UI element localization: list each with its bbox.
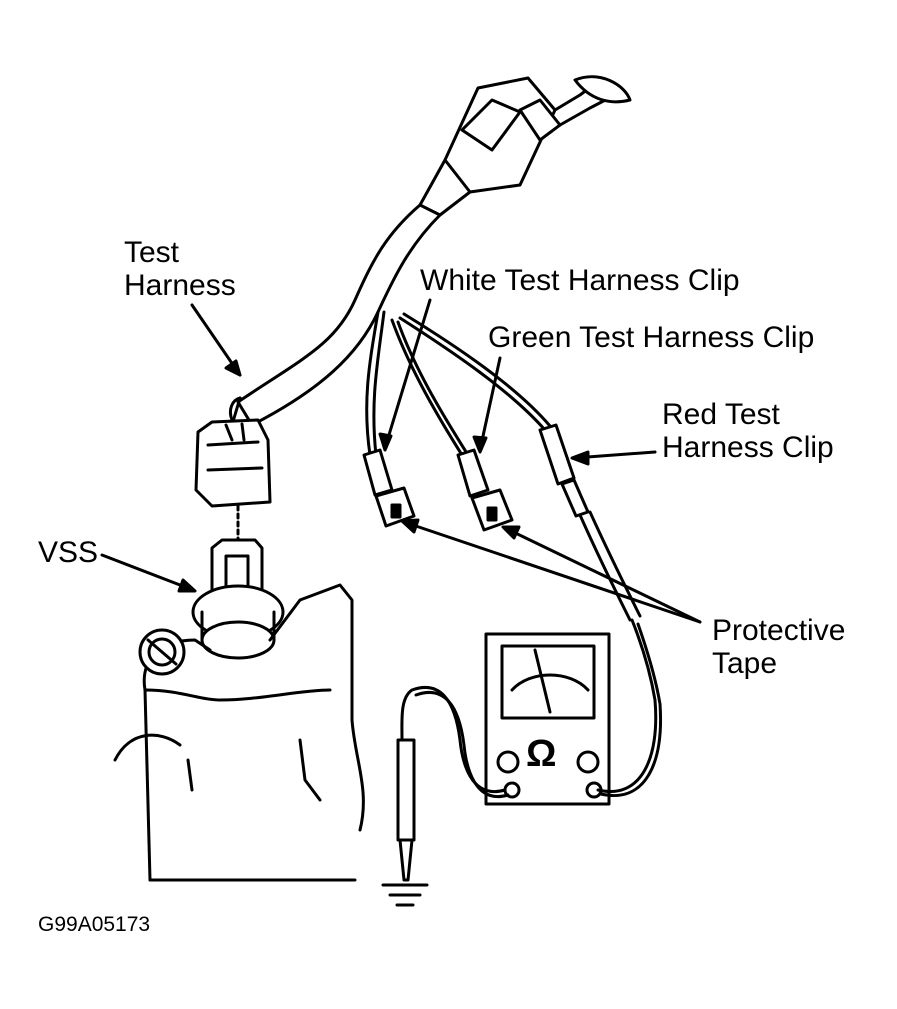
test-harness-cable	[228, 203, 442, 427]
label-protective-line1: Protective	[712, 614, 846, 647]
upper-harness-connector	[418, 75, 632, 217]
label-white-test-harness-clip: White Test Harness Clip	[420, 264, 740, 297]
label-vss: VSS	[38, 536, 99, 569]
label-red-line2: Harness Clip	[662, 431, 834, 464]
vss-sensor	[191, 538, 285, 660]
white-clip	[362, 448, 416, 528]
lower-harness-connector	[194, 418, 272, 542]
label-test-harness: Test Harness	[124, 236, 236, 302]
label-test-harness-line2: Harness	[124, 269, 236, 302]
label-red-line1: Red Test	[662, 398, 780, 431]
ohmmeter	[484, 632, 611, 806]
transmission-housing	[113, 583, 365, 882]
figure-id: G99A05173	[38, 913, 151, 936]
ohm-symbol: Ω	[526, 733, 557, 775]
label-protective-line2: Tape	[712, 647, 778, 680]
ground-probe	[381, 738, 429, 907]
label-test-harness-line1: Test	[124, 236, 180, 269]
green-clip	[456, 448, 514, 532]
label-green-test-harness-clip: Green Test Harness Clip	[488, 321, 815, 354]
label-protective-tape: Protective Tape	[712, 614, 845, 680]
leader-lines	[100, 298, 702, 624]
meter-leads	[400, 618, 663, 799]
label-red-test-harness-clip: Red Test Harness Clip	[662, 398, 834, 464]
